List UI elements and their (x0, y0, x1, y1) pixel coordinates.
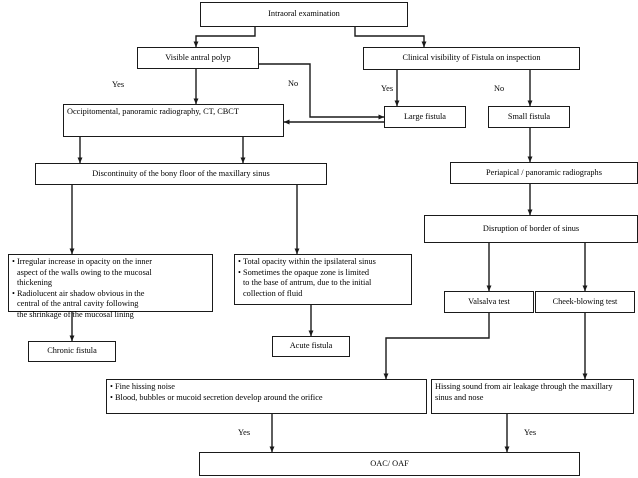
node-disruption[interactable]: Disruption of border of sinus (424, 215, 638, 243)
edge-label-clinical-no: No (494, 84, 505, 93)
node-visible-antral-polyp[interactable]: Visible antral polyp (137, 47, 259, 69)
node-intraoral-examination-label: Intraoral examination (268, 9, 340, 19)
chronic-finding-item: Irregular increase in opacity on the inn… (12, 257, 152, 289)
node-large-fistula[interactable]: Large fistula (384, 106, 466, 128)
node-outcome-oac-oaf[interactable]: OAC/ OAF (199, 452, 580, 476)
node-small-fistula-label: Small fistula (507, 111, 551, 121)
node-disruption-label: Disruption of border of sinus (482, 223, 580, 233)
chronic-finding-item: Radiolucent air shadow obvious in the ce… (12, 289, 152, 321)
node-small-fistula[interactable]: Small fistula (488, 106, 570, 128)
node-acute-fistula-label: Acute fistula (289, 341, 333, 351)
node-cheek-blowing-test[interactable]: Cheek-blowing test (535, 291, 635, 313)
node-discontinuity-label: Discontinuity of the bony floor of the m… (92, 168, 270, 178)
acute-findings-list: Total opacity within the ipsilateral sin… (238, 257, 376, 299)
node-periapical-label: Periapical / panoramic radiographs (486, 167, 602, 177)
node-occipitomental[interactable]: Occipitomental, panoramic radiography, C… (63, 104, 284, 137)
node-visible-antral-polyp-label: Visible antral polyp (165, 52, 231, 62)
edge-label-clinical-yes: Yes (381, 84, 394, 93)
node-valsalva-findings[interactable]: Fine hissing noise Blood, bubbles or muc… (106, 379, 427, 414)
acute-finding-item: Total opacity within the ipsilateral sin… (238, 257, 376, 268)
node-clinical-visibility-label: Clinical visibility of Fistula on inspec… (402, 53, 541, 63)
node-clinical-visibility[interactable]: Clinical visibility of Fistula on inspec… (363, 47, 580, 70)
node-occipitomental-label: Occipitomental, panoramic radiography, C… (67, 107, 239, 116)
edge-intraoral-to-polyp (193, 27, 256, 48)
node-intraoral-examination[interactable]: Intraoral examination (200, 2, 408, 27)
valsalva-finding-item: Fine hissing noise (110, 382, 323, 393)
node-chronic-findings[interactable]: Irregular increase in opacity on the inn… (8, 254, 213, 319)
edge-label-valsalva-yes: Yes (238, 428, 251, 437)
node-large-fistula-label: Large fistula (403, 111, 446, 121)
node-discontinuity[interactable]: Discontinuity of the bony floor of the m… (35, 163, 327, 185)
node-cheek-findings-label: Hissing sound from air leakage through t… (435, 382, 613, 402)
node-valsalva-test-label: Valsalva test (468, 296, 510, 306)
valsalva-finding-item: Blood, bubbles or mucoid secretion devel… (110, 393, 323, 404)
chronic-findings-list: Irregular increase in opacity on the inn… (12, 257, 152, 321)
edge-valsalva-to-findings (383, 313, 490, 380)
node-valsalva-test[interactable]: Valsalva test (444, 291, 534, 313)
node-acute-fistula[interactable]: Acute fistula (272, 336, 350, 357)
node-outcome-label: OAC/ OAF (370, 458, 409, 468)
acute-finding-item: Sometimes the opaque zone is limited to … (238, 268, 376, 300)
edge-intraoral-to-clinical (354, 27, 427, 48)
node-chronic-fistula[interactable]: Chronic fistula (28, 341, 116, 362)
node-chronic-fistula-label: Chronic fistula (47, 346, 97, 356)
valsalva-findings-list: Fine hissing noise Blood, bubbles or muc… (110, 382, 323, 403)
edge-label-polyp-yes: Yes (112, 80, 125, 89)
edge-label-polyp-no: No (288, 79, 299, 88)
node-periapical[interactable]: Periapical / panoramic radiographs (450, 162, 638, 184)
node-acute-findings[interactable]: Total opacity within the ipsilateral sin… (234, 254, 412, 305)
edge-label-cheek-yes: Yes (524, 428, 537, 437)
node-cheek-findings[interactable]: Hissing sound from air leakage through t… (431, 379, 634, 414)
node-cheek-blowing-test-label: Cheek-blowing test (552, 296, 618, 306)
